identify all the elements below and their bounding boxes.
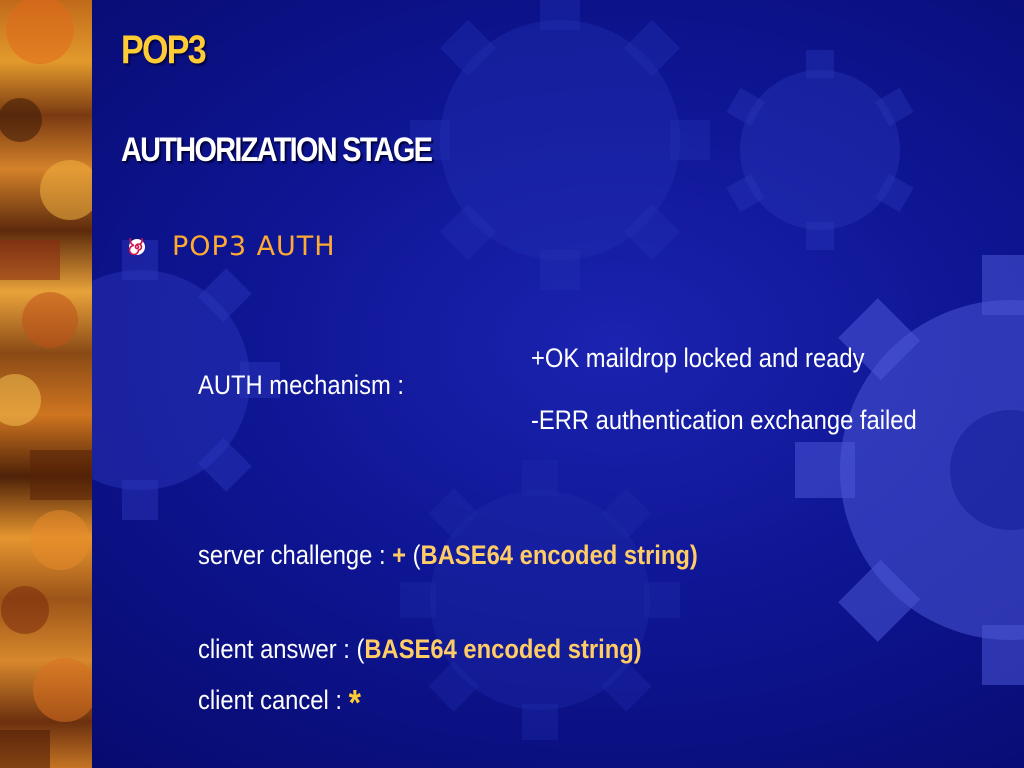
server-challenge-value: BASE64 encoded string) (420, 540, 698, 570)
left-decorative-strip (0, 0, 92, 768)
gear-top-center (410, 0, 710, 290)
slide-title: POP3 (121, 28, 207, 72)
client-answer-line: client answer : (BASE64 encoded string) (198, 634, 642, 665)
server-challenge-paren: ( (406, 540, 421, 570)
server-challenge-plus: + (392, 540, 407, 570)
err-response-text: -ERR authentication exchange failed (531, 405, 917, 435)
server-challenge-label: server challenge : (198, 540, 393, 570)
gear-top-right (726, 50, 914, 250)
client-cancel-line: client cancel : * (198, 682, 361, 724)
left-strip-pattern (0, 0, 92, 768)
client-answer-value: BASE64 encoded string) (364, 634, 642, 664)
spiral-bullet-icon (128, 237, 145, 255)
bullet-item: POP3 AUTH (128, 231, 336, 262)
client-answer-label: client answer : ( (198, 634, 365, 664)
client-cancel-value: * (348, 682, 361, 723)
bullet-text: POP3 AUTH (172, 231, 336, 262)
server-challenge-line: server challenge : + (BASE64 encoded str… (198, 540, 698, 571)
gear-large-right (795, 255, 1024, 685)
client-cancel-label: client cancel : (198, 685, 349, 715)
gear-bottom-center (400, 460, 680, 740)
ok-response-text: +OK maildrop locked and ready (531, 343, 865, 373)
auth-mechanism-label: AUTH mechanism : (198, 370, 404, 400)
slide-subtitle: AUTHORIZATION STAGE (121, 131, 433, 169)
